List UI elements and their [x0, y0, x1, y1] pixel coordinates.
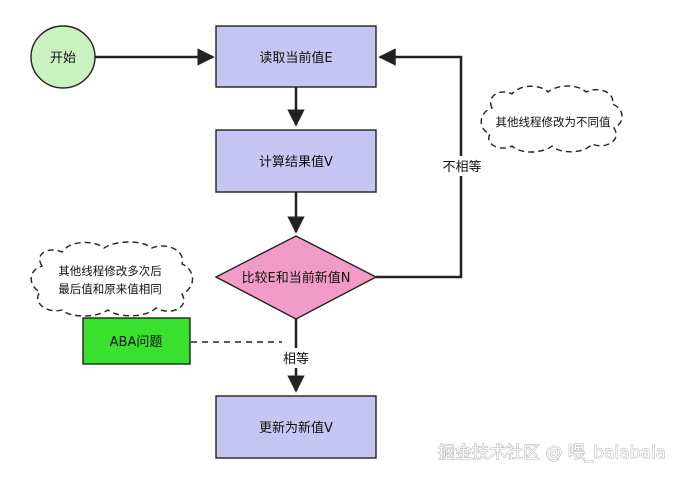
- equal-label: 相等: [283, 351, 309, 367]
- aba-explanation-line1: 其他线程修改多次后: [58, 264, 162, 278]
- compare-decision-label: 比较E和当前新值N: [242, 270, 351, 286]
- compute-result-label: 计算结果值V: [259, 154, 333, 170]
- aba-explanation-cloud: [30, 241, 194, 317]
- other-thread-cloud: [480, 85, 623, 153]
- aba-problem-box: [82, 317, 191, 365]
- compute-result-node: [215, 129, 377, 193]
- update-new-value-node: [215, 395, 377, 459]
- not-equal-label: 不相等: [442, 159, 481, 175]
- compare-decision-node: [214, 235, 378, 320]
- read-current-value-label: 读取当前值E: [259, 50, 332, 66]
- aba-problem-label: ABA问题: [110, 335, 163, 350]
- read-current-value-node: [215, 25, 377, 88]
- update-new-value-label: 更新为新值V: [259, 420, 333, 436]
- aba-explanation-line2: 最后值和原来值相同: [58, 282, 162, 296]
- equal-label-bg: [280, 348, 312, 368]
- start-node-label: 开始: [50, 51, 76, 66]
- start-node: [30, 25, 96, 89]
- other-thread-note: 其他线程修改为不同值: [496, 115, 611, 129]
- not-equal-label-bg: [439, 156, 485, 176]
- watermark: 掘金技术社区 @ 喂_balabala: [438, 443, 666, 463]
